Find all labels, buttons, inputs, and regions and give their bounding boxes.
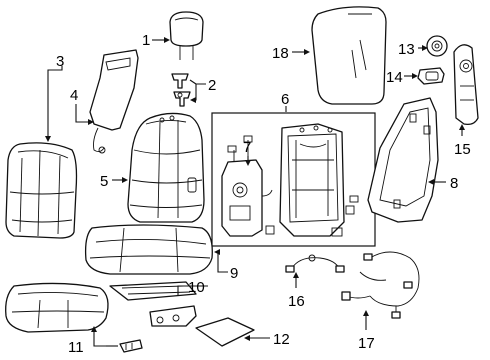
seat-heater — [109, 281, 197, 327]
callout-10: 10 — [188, 279, 205, 296]
callout-2: 2 — [208, 77, 216, 94]
panel-15 — [453, 44, 479, 126]
callout-3: 3 — [56, 53, 64, 70]
headrest — [169, 11, 204, 60]
seatback-cover — [127, 112, 205, 223]
callout-7: 7 — [243, 139, 251, 156]
callout-18: 18 — [272, 45, 289, 62]
callout-9: 9 — [230, 265, 238, 282]
headrest-guides — [171, 73, 191, 107]
seat-cushion-pad — [5, 282, 109, 333]
seatback-board — [311, 6, 387, 105]
seat-cushion-cover — [84, 224, 213, 275]
harness-16 — [285, 254, 345, 273]
callout-14: 14 — [386, 69, 403, 86]
callout-1: 1 — [142, 32, 150, 49]
callout-labels: 1 2 3 4 5 6 7 8 9 10 11 12 13 14 15 16 1… — [56, 32, 471, 356]
callout-11: 11 — [68, 339, 84, 356]
pad-12 — [195, 317, 255, 347]
callout-12: 12 — [273, 331, 290, 348]
callout-5: 5 — [100, 173, 108, 190]
callout-15: 15 — [454, 141, 471, 158]
seatback-frame — [279, 123, 359, 237]
recliner-mechanism — [221, 135, 275, 237]
switch-14 — [417, 67, 445, 85]
harness-17 — [341, 251, 420, 319]
callout-4: 4 — [70, 87, 78, 104]
seatback-trim — [367, 97, 439, 223]
callout-8: 8 — [450, 175, 458, 192]
leader-lines — [45, 37, 465, 347]
callout-16: 16 — [288, 293, 305, 310]
callout-17: 17 — [358, 335, 375, 352]
seatback-pad — [89, 49, 139, 154]
callout-13: 13 — [398, 41, 415, 58]
connector-11 — [119, 339, 143, 353]
knob-13 — [426, 35, 448, 57]
callout-6: 6 — [281, 91, 289, 108]
seatback-cover-left — [5, 142, 78, 239]
